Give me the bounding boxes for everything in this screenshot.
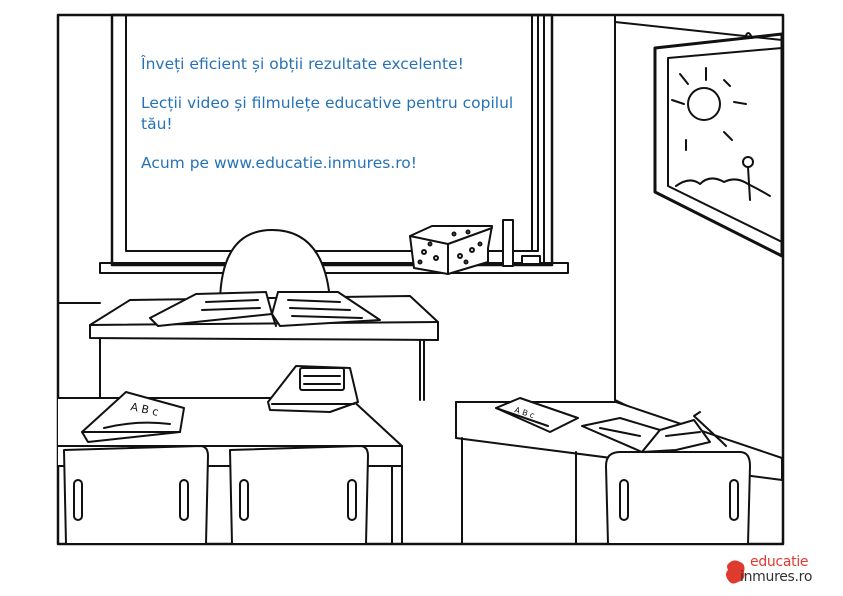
chalkboard	[99, 13, 569, 274]
board-line-1: Înveți eficient și obții rezultate excel…	[141, 55, 464, 73]
pencil	[693, 411, 727, 447]
chalk-piece	[521, 255, 541, 265]
wall-drawing	[653, 32, 784, 258]
chair-right	[605, 451, 751, 545]
chair-middle	[229, 445, 369, 545]
logo-word-inmures: inmures.ro	[740, 569, 813, 585]
sponge	[409, 225, 493, 275]
notebook	[81, 391, 185, 443]
chalkboard-text: Înveți eficient și obții rezultate excel…	[141, 54, 541, 192]
small-book	[495, 397, 579, 433]
chair-left	[63, 445, 209, 545]
notebook-label: A B c	[129, 400, 159, 419]
board-line-2: Lecții video și filmulețe educative pent…	[141, 94, 514, 133]
teacher-chair	[219, 229, 331, 301]
chalk	[502, 219, 514, 267]
logo-icon	[726, 560, 745, 584]
site-logo[interactable]: educatie inmures.ro	[724, 554, 836, 590]
open-book	[149, 291, 381, 327]
abacus	[267, 365, 359, 413]
logo-word-educatie: educatie	[750, 554, 809, 570]
board-line-3: Acum pe www.educatie.inmures.ro!	[141, 154, 417, 172]
open-book-right	[581, 417, 711, 453]
